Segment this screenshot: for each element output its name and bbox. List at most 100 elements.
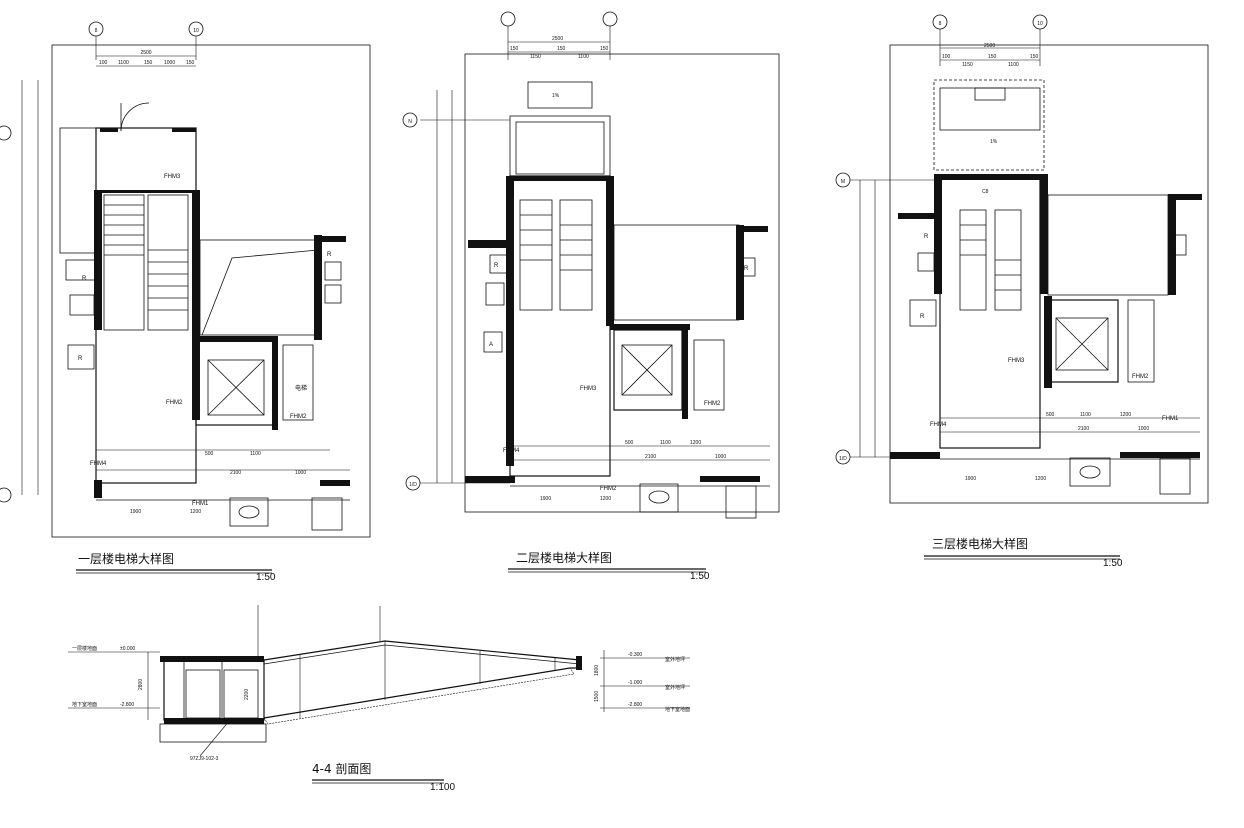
room-label: R (82, 276, 87, 282)
dim: 1200 (190, 509, 201, 515)
section-4-4: 一层楼地面 ±0.000 地下室地面 -2.800 2800 2200 1800… (68, 605, 690, 793)
dim: 1000 (164, 60, 175, 66)
axis-label: 10 (193, 28, 199, 34)
door-label: FHM4 (503, 448, 520, 454)
dim: 1100 (578, 54, 589, 60)
door-label: FHM1 (1162, 416, 1179, 422)
room-label: R (924, 234, 929, 240)
dim: 2100 (230, 470, 241, 476)
section-title: 4-4 剖面图 (312, 762, 371, 776)
ref-code: 97ZJ9-102-3 (190, 756, 219, 762)
dim: 150 (186, 60, 195, 66)
dim: 2100 (645, 454, 656, 460)
dim-total: 2500 (552, 36, 563, 42)
dim: 1100 (1008, 62, 1019, 68)
plan-1: 8 10 2500 100 1100 150 1000 150 (0, 21, 371, 583)
axis-label: 8 (939, 21, 942, 27)
axis-bubble-10 (188, 21, 204, 37)
plan-1-title: 一层楼电梯大样图 (78, 551, 174, 566)
dim: 2800 (138, 679, 144, 690)
door-label: FHM2 (1132, 374, 1149, 380)
level-label: 室外地坪 (665, 656, 685, 663)
dim: 150 (600, 46, 609, 52)
dim: 1100 (118, 60, 129, 66)
level-value: -2.800 (628, 702, 642, 708)
plan-2-frame (464, 53, 780, 513)
dim: 1900 (540, 496, 551, 502)
plan-2: 2500 150 1150 150 1100 150 N 1/D 1% (402, 11, 780, 582)
dim: 1000 (715, 454, 726, 460)
door-label: FHM2 (704, 401, 721, 407)
dim: 100 (99, 60, 108, 66)
window-label: C8 (982, 189, 989, 195)
dim: 2200 (244, 689, 250, 700)
dim: 150 (988, 54, 997, 60)
room-label: 电梯 (295, 384, 307, 392)
level-label: 室外地坪 (665, 684, 685, 691)
section-scale: 1:100 (430, 782, 455, 793)
plan-1-frame (51, 44, 371, 538)
level-label: 地下室地面 (72, 701, 97, 708)
plan-3: 8 10 2500 100 1150 150 1100 150 M 1/D 1%… (835, 14, 1209, 569)
dim: 1100 (1080, 412, 1091, 418)
plan-3-frame (889, 44, 1209, 504)
dim: 1500 (594, 691, 600, 702)
dim: 150 (1030, 54, 1039, 60)
room-label: R (494, 263, 499, 269)
room-label: R (78, 356, 83, 362)
door-label: FHM2 (600, 486, 617, 492)
room-label: R (1170, 218, 1175, 224)
axis-label: 1/D (409, 482, 417, 488)
room-label: A (489, 342, 493, 348)
plan-3-title: 三层楼电梯大样图 (932, 536, 1028, 551)
plan-2-title: 二层楼电梯大样图 (516, 550, 612, 565)
axis-label: 1/D (839, 456, 847, 462)
dim: 150 (144, 60, 153, 66)
axis-bubble-8 (88, 21, 104, 37)
slope-label: 1% (990, 139, 998, 145)
dim: 1000 (1138, 426, 1149, 432)
dim: 2100 (1078, 426, 1089, 432)
axis-label: 8 (95, 28, 98, 34)
door-label: FHM3 (164, 174, 181, 180)
dim: 1200 (1120, 412, 1131, 418)
room-label: R (744, 266, 749, 272)
dim-total: 2500 (984, 43, 995, 49)
dim: 500 (625, 440, 634, 446)
level-value: ±0.000 (120, 646, 135, 652)
dim: 500 (1046, 412, 1055, 418)
axis-bubble (500, 11, 516, 27)
level-value: -1.000 (628, 680, 642, 686)
dim: 1150 (962, 62, 973, 68)
door-label: FHM1 (192, 501, 209, 507)
dim: 1000 (295, 470, 306, 476)
level-label: 一层楼地面 (72, 645, 97, 652)
dim: 1100 (250, 451, 261, 457)
door-label: FHM2 (166, 400, 183, 406)
door-label: FHM4 (930, 422, 947, 428)
dim-total: 2500 (140, 50, 151, 56)
door-label: FHM3 (1008, 358, 1025, 364)
door-label: FHM4 (90, 461, 107, 467)
level-label: 地下室地面 (665, 706, 690, 713)
dim: 500 (205, 451, 214, 457)
dim: 1100 (660, 440, 671, 446)
level-value: -2.800 (120, 702, 134, 708)
dim: 1900 (130, 509, 141, 515)
plan-3-scale: 1:50 (1103, 558, 1123, 569)
room-label: R (920, 314, 925, 320)
level-value: -0.300 (628, 652, 642, 658)
plan-2-scale: 1:50 (690, 571, 710, 582)
dim: 1200 (1035, 476, 1046, 482)
room-label: R (327, 252, 332, 258)
dim: 1900 (965, 476, 976, 482)
dim: 150 (510, 46, 519, 52)
axis-label: N (408, 119, 412, 125)
slope-label: 1% (552, 93, 560, 99)
dim: 150 (557, 46, 566, 52)
dim: 1200 (690, 440, 701, 446)
axis-bubble (602, 11, 618, 27)
dim: 1200 (600, 496, 611, 502)
door-label: FHM2 (290, 414, 307, 420)
